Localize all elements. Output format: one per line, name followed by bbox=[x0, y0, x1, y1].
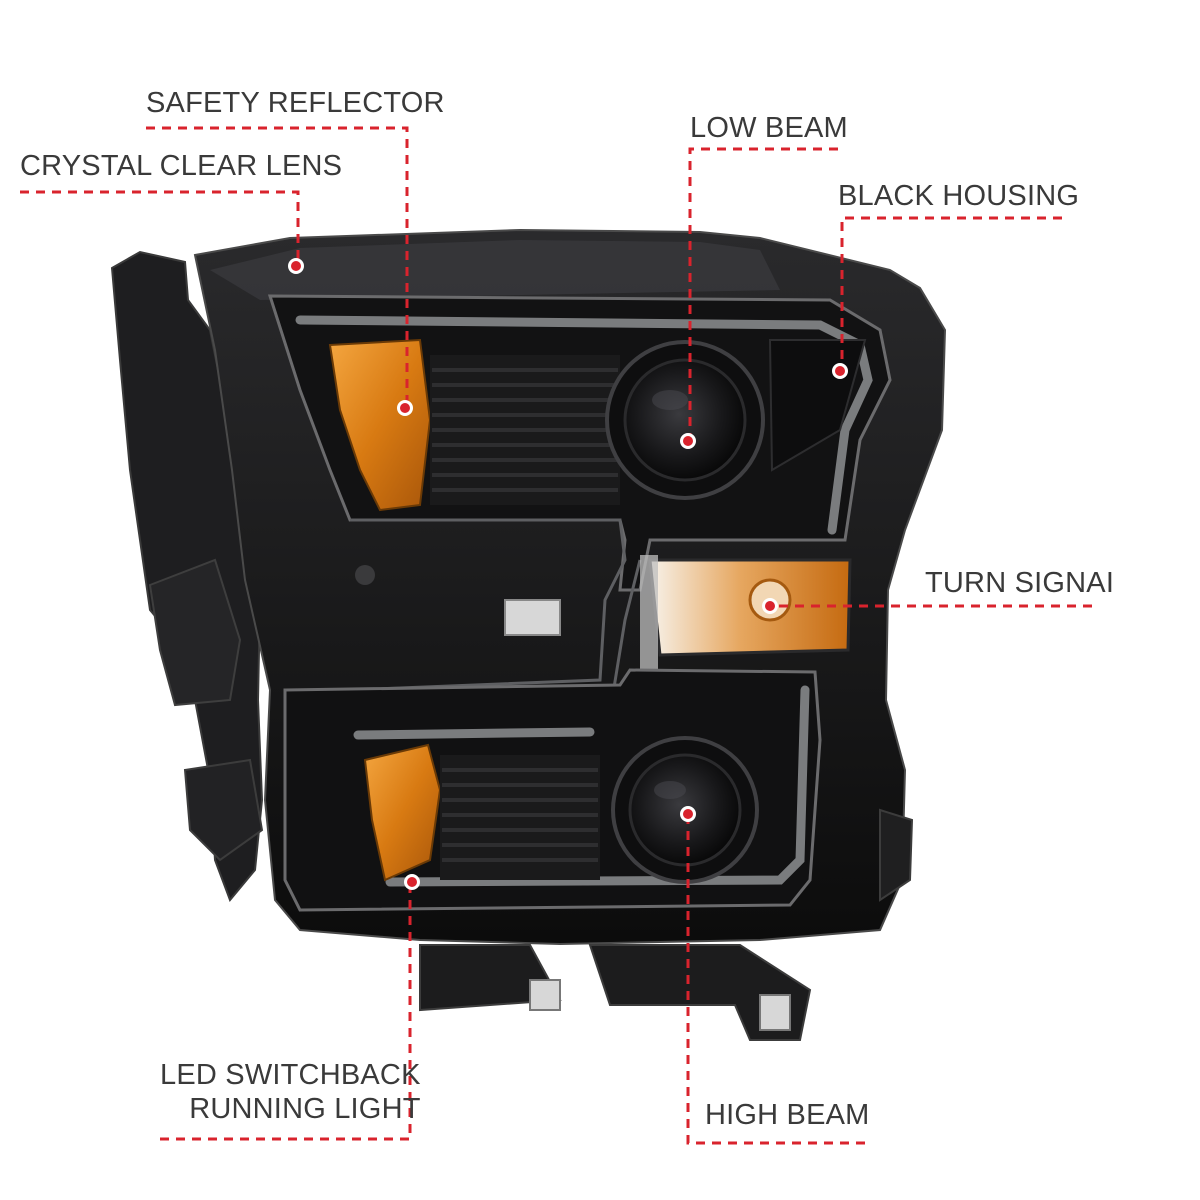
leader-high-beam bbox=[686, 816, 865, 1145]
upper-amber-reflector bbox=[328, 338, 432, 512]
callout-dots bbox=[288, 258, 848, 890]
label-safety-reflector: SAFETY REFLECTOR bbox=[146, 87, 445, 119]
dot-turn-signal bbox=[765, 601, 775, 611]
dot-low-beam bbox=[683, 436, 693, 446]
label-crystal-clear-lens: CRYSTAL CLEAR LENS bbox=[20, 150, 343, 182]
low-beam-projector bbox=[605, 340, 765, 500]
label-black-housing: BLACK HOUSING bbox=[838, 180, 1080, 212]
turn-signal-lamp bbox=[640, 555, 852, 675]
dot-crystal-clear-lens bbox=[291, 261, 301, 271]
dot-led-running-light bbox=[407, 877, 417, 887]
dot-black-housing bbox=[835, 366, 845, 376]
bottom-mounts bbox=[419, 808, 914, 1041]
leader-led-running-light bbox=[160, 882, 412, 1141]
lower-amber-reflector bbox=[363, 743, 442, 882]
label-low-beam: LOW BEAM bbox=[690, 112, 848, 144]
leader-safety-reflector bbox=[146, 126, 409, 408]
dot-safety-reflector bbox=[400, 403, 410, 413]
callout-leaders bbox=[20, 126, 1092, 1145]
lower-ribs bbox=[440, 755, 600, 880]
label-led-running-light: LED SWITCHBACK RUNNING LIGHT bbox=[160, 1059, 421, 1125]
dot-high-beam bbox=[683, 809, 693, 819]
upper-ribs bbox=[430, 355, 620, 505]
leader-low-beam bbox=[688, 147, 838, 440]
label-high-beam: HIGH BEAM bbox=[705, 1099, 870, 1131]
label-turn-signal: TURN SIGNAI bbox=[925, 567, 1115, 599]
leader-crystal-clear-lens bbox=[20, 190, 300, 266]
leader-black-housing bbox=[840, 216, 1062, 370]
